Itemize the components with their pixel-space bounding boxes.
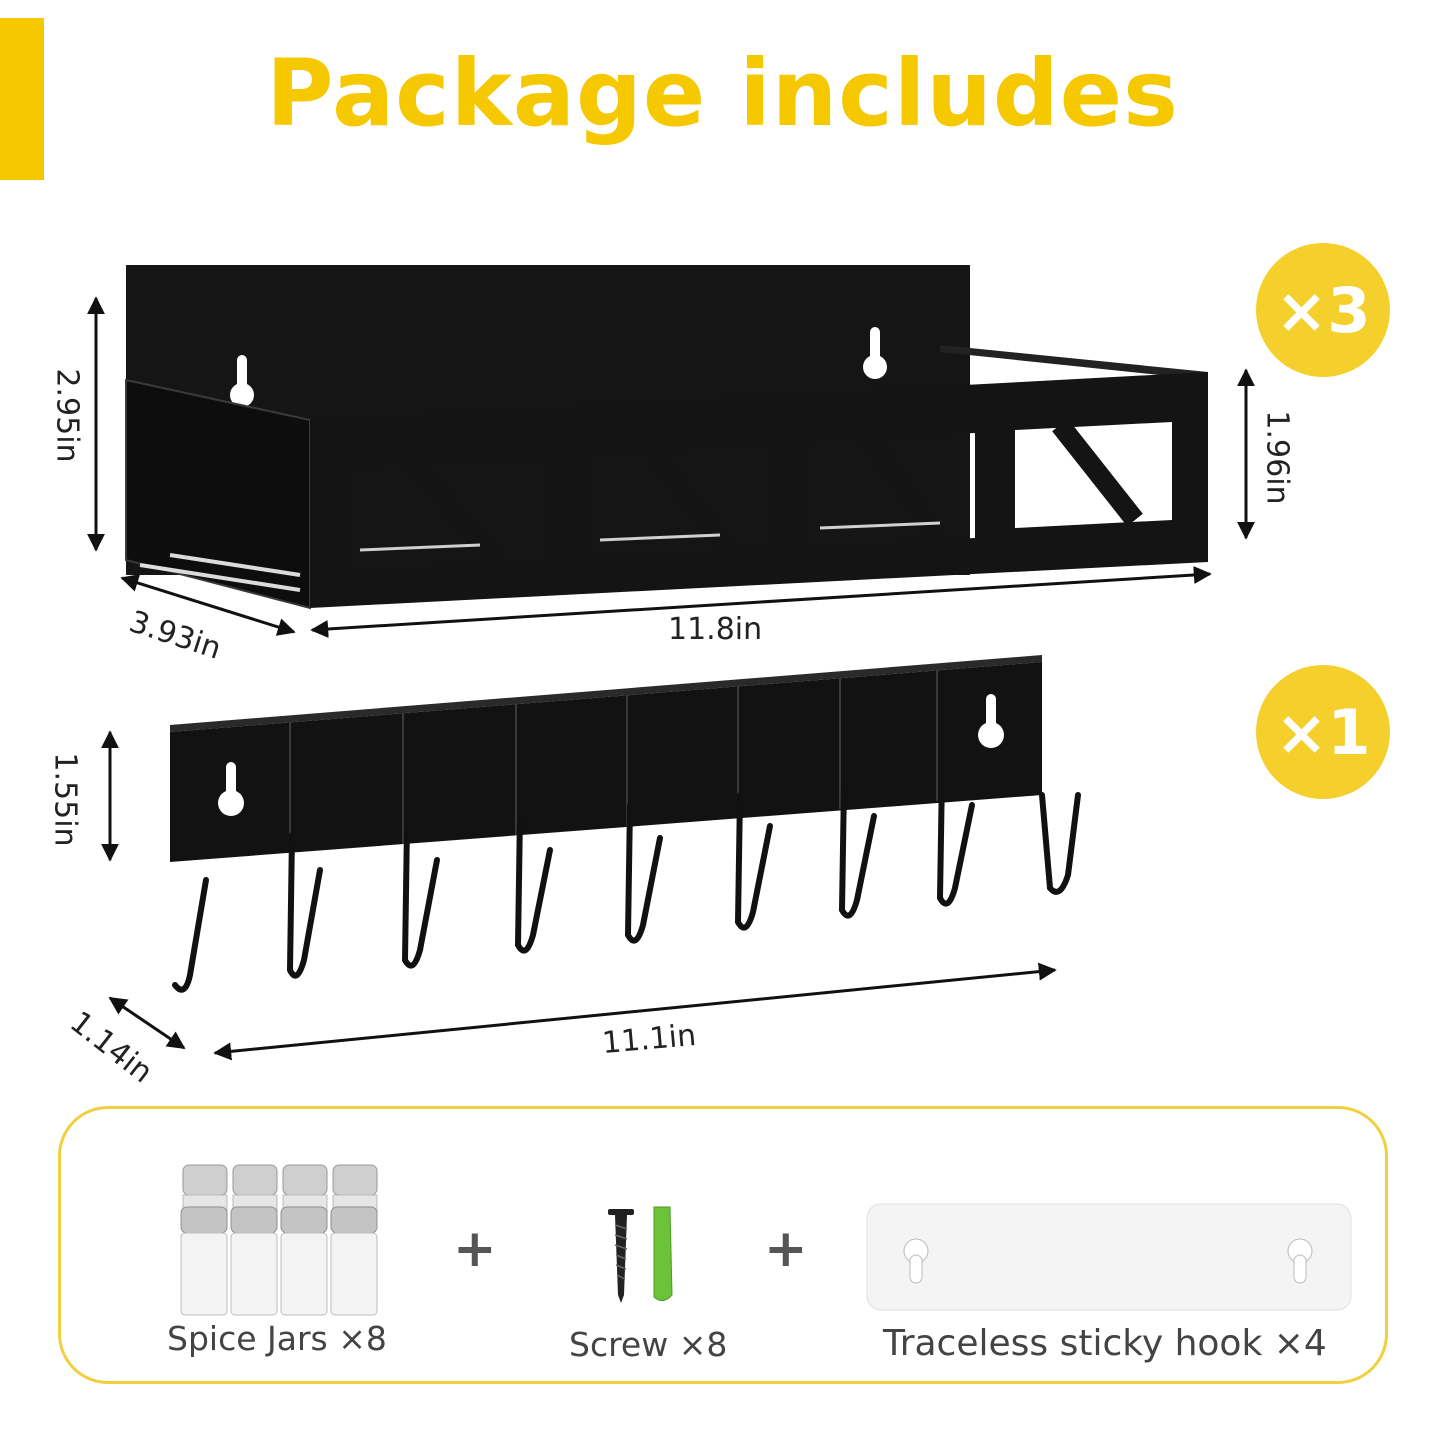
shelf-front-height-label: 1.96in xyxy=(1259,410,1295,505)
sticky-hook-caption: Traceless sticky hook ×4 xyxy=(883,1323,1327,1364)
accent-bar xyxy=(0,18,44,180)
rack-height-label: 1.55in xyxy=(47,752,83,847)
sticky-hook-icon xyxy=(866,1203,1352,1311)
hook-rack-icon xyxy=(170,655,1081,993)
screw-caption: Screw ×8 xyxy=(569,1325,728,1364)
shelf-height-label: 2.95in xyxy=(49,368,85,463)
rack-quantity-badge: ×1 xyxy=(1256,665,1390,799)
page-title: Package includes xyxy=(266,40,1179,147)
spice-shelf-icon xyxy=(125,265,1208,610)
spice-jars-caption: Spice Jars ×8 xyxy=(167,1319,387,1358)
spice-jars-icon xyxy=(180,1164,378,1316)
product-drawing xyxy=(87,265,1255,1061)
screw-icon xyxy=(608,1206,673,1303)
shelf-quantity-badge: ×3 xyxy=(1256,243,1390,377)
accessories-panel: Spice Jars ×8 + Screw ×8 + Traceless sti… xyxy=(58,1106,1388,1384)
plus-separator: + xyxy=(453,1219,497,1279)
plus-separator: + xyxy=(764,1219,808,1279)
shelf-length-label: 11.8in xyxy=(668,612,763,647)
